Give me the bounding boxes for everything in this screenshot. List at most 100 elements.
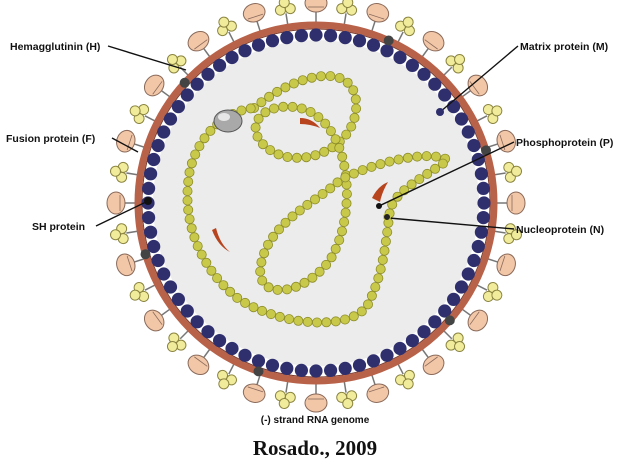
nucleoprotein-bead — [394, 155, 403, 164]
nucleoprotein-bead — [187, 224, 196, 233]
nucleoprotein-bead — [193, 242, 202, 251]
nucleoprotein-bead — [183, 187, 192, 196]
matrix-bead — [164, 112, 177, 125]
spike-stalk — [422, 349, 429, 359]
nucleoprotein-bead — [367, 162, 376, 171]
matrix-bead — [144, 167, 157, 180]
nucleoprotein-bead — [352, 104, 361, 113]
fusion-spike — [492, 161, 523, 185]
matrix-bead — [280, 31, 293, 44]
label-phosphoprotein: Phosphoprotein (P) — [516, 137, 613, 149]
nucleoprotein-bead — [195, 142, 204, 151]
hemagglutinin-head — [114, 252, 138, 278]
matrix-bead — [213, 59, 226, 72]
label-matrix-protein: Matrix protein (M) — [520, 41, 608, 53]
matrix-bead — [447, 100, 460, 113]
matrix-bead — [393, 51, 406, 64]
matrix-bead — [225, 51, 238, 64]
nucleoprotein-bead — [246, 104, 255, 113]
fusion-spike — [334, 0, 358, 27]
matrix-bead — [367, 354, 380, 367]
spike-stalk — [487, 259, 498, 263]
hemagglutinin-spike — [107, 192, 136, 214]
spike-stalk — [494, 173, 506, 175]
matrix-bead — [172, 100, 185, 113]
nucleoprotein-bead — [357, 307, 366, 316]
matrix-bead — [157, 267, 170, 280]
nucleoprotein-bead — [347, 122, 356, 131]
matrix-bead — [164, 280, 177, 293]
sh-protein-marker — [180, 78, 190, 88]
nucleoprotein-bead — [269, 104, 278, 113]
polymerase-highlight — [218, 113, 230, 121]
label-fusion-protein: Fusion protein (F) — [6, 133, 95, 145]
fusion-spike — [334, 379, 358, 410]
hemagglutinin-head — [241, 1, 267, 25]
spike-stalk — [372, 374, 376, 385]
nucleoprotein-bead — [281, 83, 290, 92]
matrix-bead — [406, 59, 419, 72]
nucleoprotein-bead — [302, 153, 311, 162]
hemagglutinin-head — [305, 394, 327, 412]
nucleoprotein-bead — [260, 249, 269, 258]
matrix-bead — [393, 342, 406, 355]
matrix-bead — [280, 362, 293, 375]
matrix-bead — [380, 349, 393, 362]
nucleoprotein-bead — [385, 157, 394, 166]
nucleoprotein-bead — [316, 72, 325, 81]
matrix-bead — [295, 364, 308, 377]
nucleoprotein-bead — [326, 72, 335, 81]
matrix-bead — [152, 139, 165, 152]
matrix-bead — [181, 88, 194, 101]
nucleoprotein-bead — [308, 273, 317, 282]
matrix-bead — [475, 167, 488, 180]
fusion-spike — [109, 221, 140, 245]
spike-stalk — [133, 259, 144, 263]
matrix-bead — [353, 34, 366, 47]
matrix-bead — [428, 315, 441, 328]
matrix-bead — [417, 325, 430, 338]
matrix-bead — [455, 280, 468, 293]
spike-stalk — [133, 144, 144, 148]
hemagglutinin-head — [107, 192, 125, 214]
fusion-spike — [109, 161, 140, 185]
matrix-bead — [339, 362, 352, 375]
matrix-bead — [353, 359, 366, 372]
matrix-bead — [380, 44, 393, 57]
nucleoprotein-bead — [374, 274, 383, 283]
nucleoprotein-bead — [322, 318, 331, 327]
spike-stalk — [476, 116, 487, 121]
matrix-bead — [367, 39, 380, 52]
nucleoprotein-bead — [337, 227, 346, 236]
nucleoprotein-bead — [273, 285, 282, 294]
matrix-bead — [428, 78, 441, 91]
spike-stalk — [126, 173, 138, 175]
nucleoprotein-bead — [274, 150, 283, 159]
spike-stalk — [286, 381, 288, 393]
matrix-bead — [406, 334, 419, 347]
matrix-bead — [475, 226, 488, 239]
spike-stalk — [344, 381, 346, 393]
matrix-bead — [438, 88, 451, 101]
matrix-bead — [467, 139, 480, 152]
spike-stalk — [257, 20, 261, 31]
nucleoprotein-bead — [298, 76, 307, 85]
matrix-bead — [266, 359, 279, 372]
nucleoprotein-bead — [300, 278, 309, 287]
matrix-bead — [295, 29, 308, 42]
nucleoprotein-bead — [349, 312, 358, 321]
nucleoprotein-bead — [413, 152, 422, 161]
nucleoprotein-bead — [350, 113, 359, 122]
nucleoprotein-bead — [431, 152, 440, 161]
polymerase-complex — [214, 110, 242, 132]
matrix-bead — [417, 68, 430, 81]
spike-stalk — [180, 330, 188, 338]
hemagglutinin-head — [419, 351, 447, 378]
spike-stalk — [344, 13, 346, 25]
matrix-bead — [157, 125, 170, 138]
nucleoprotein-bead — [191, 150, 200, 159]
hemagglutinin-head — [494, 128, 518, 154]
label-hemagglutinin: Hemagglutinin (H) — [10, 41, 100, 53]
sh-protein-marker — [141, 249, 151, 259]
nucleoprotein-bead — [297, 104, 306, 113]
